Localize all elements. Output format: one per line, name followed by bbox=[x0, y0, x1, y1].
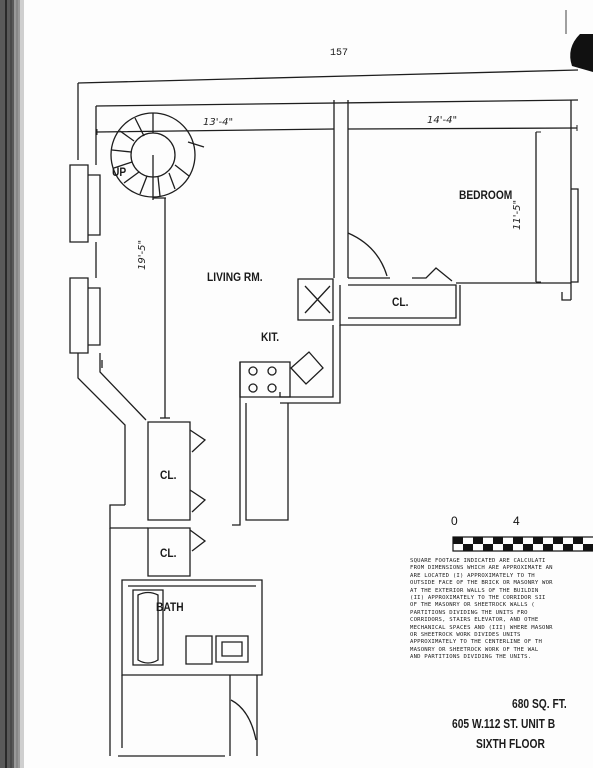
page-number: 157 bbox=[330, 48, 349, 59]
living-room-label: LIVING RM. bbox=[207, 270, 263, 284]
unit-address: 605 W.112 ST. UNIT B bbox=[452, 717, 556, 731]
scale-end-label: 4 bbox=[513, 514, 520, 528]
kitchen-label: KIT. bbox=[261, 330, 280, 344]
bedroom-depth-dimension: 11'-5" bbox=[512, 199, 523, 230]
bedroom-closet-label: CL. bbox=[392, 295, 409, 309]
page-corner-mark bbox=[570, 34, 593, 72]
hall-closet-upper-label: CL. bbox=[160, 468, 177, 482]
binding-shadow bbox=[0, 0, 24, 768]
graphic-scale bbox=[452, 536, 593, 552]
unit-area: 680 SQ. FT. bbox=[512, 697, 567, 711]
area-calculation-notes: SQUARE FOOTAGE INDICATED ARE CALCULATI F… bbox=[410, 558, 553, 661]
bedroom-width-dimension: 14'-4" bbox=[427, 115, 458, 126]
living-length-dimension: 19'-5" bbox=[137, 239, 148, 270]
exterior-wall bbox=[77, 69, 579, 84]
bedroom-label: BEDROOM bbox=[459, 188, 513, 202]
scale-start-label: 0 bbox=[451, 514, 458, 528]
bath-label: BATH bbox=[156, 600, 184, 614]
living-width-dimension: 13'-4" bbox=[203, 117, 234, 128]
unit-floor: SIXTH FLOOR bbox=[476, 737, 545, 751]
stair-label: UP bbox=[112, 165, 127, 179]
hall-closet-lower-label: CL. bbox=[160, 546, 177, 560]
